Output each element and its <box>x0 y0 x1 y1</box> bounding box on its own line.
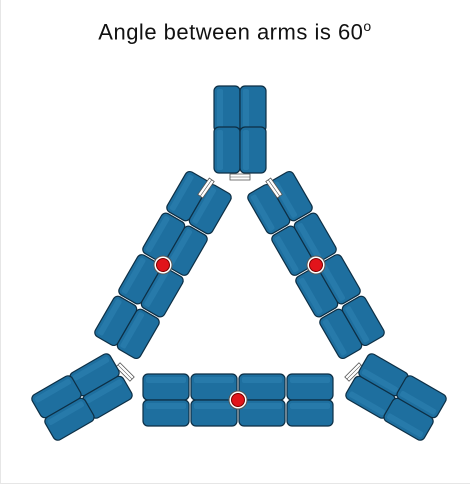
bottom-arm-joint <box>229 391 247 409</box>
top-stub <box>214 86 266 180</box>
left-arm <box>93 170 233 361</box>
bottom-arm <box>143 374 333 426</box>
right-arm <box>246 170 386 361</box>
